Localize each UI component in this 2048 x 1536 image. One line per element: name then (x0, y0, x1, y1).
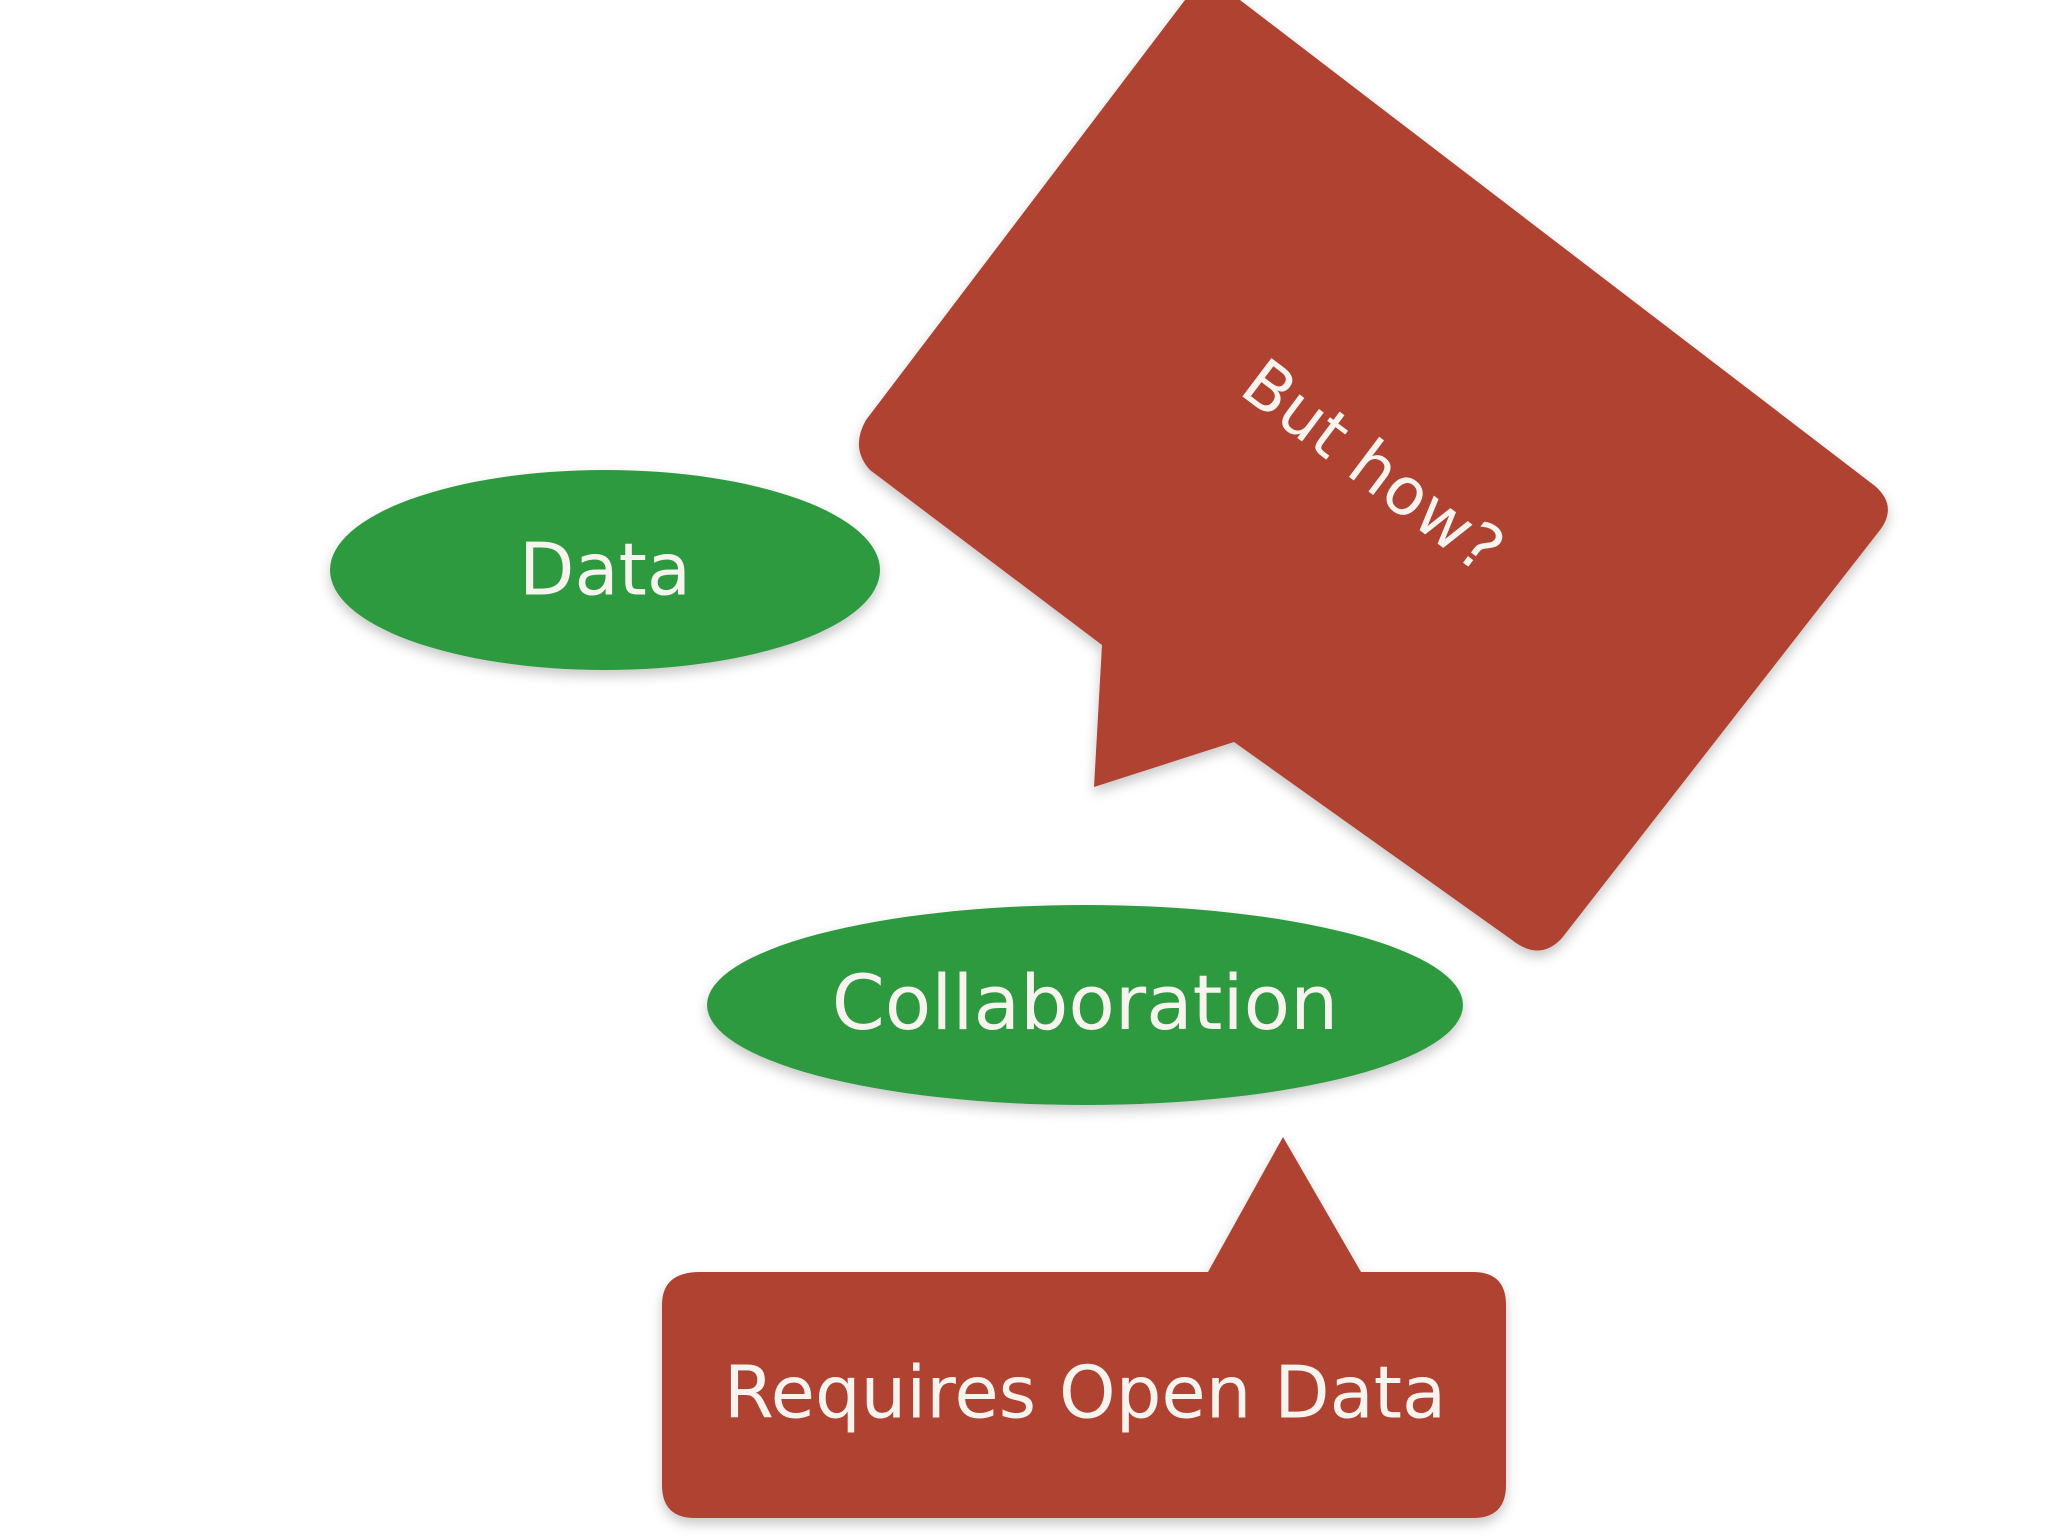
requires-open-data-callout: Requires Open Data (662, 1137, 1506, 1518)
collaboration-bubble-label: Collaboration (832, 958, 1339, 1047)
but-how-callout: But how? (858, 0, 1888, 951)
but-how-callout-shape (858, 0, 1888, 951)
data-bubble-label: Data (519, 528, 691, 612)
collaboration-bubble: Collaboration (707, 905, 1463, 1105)
requires-open-data-callout-shape (662, 1137, 1506, 1518)
requires-open-data-label: Requires Open Data (724, 1351, 1446, 1435)
collaboration-bubble-shape (707, 905, 1463, 1105)
data-bubble: Data (330, 470, 880, 670)
data-bubble-shape (330, 470, 880, 670)
